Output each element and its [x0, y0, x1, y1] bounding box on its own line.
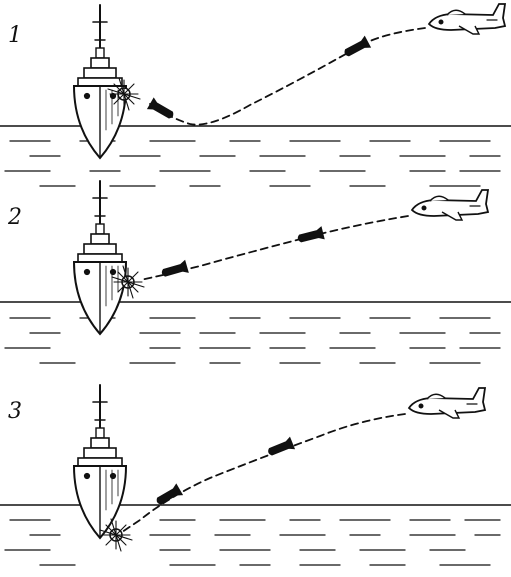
- bomb-icon: [342, 36, 371, 60]
- panel-number-1: 1: [8, 23, 22, 48]
- ship-icon: [73, 4, 127, 159]
- bomb-icon: [160, 260, 189, 280]
- panel-3: 3: [0, 384, 511, 566]
- ship-icon: [73, 180, 127, 335]
- aircraft-icon: [408, 387, 486, 419]
- bomb-icon: [154, 483, 183, 508]
- water-lines: [4, 140, 501, 187]
- water-lines: [4, 519, 501, 566]
- panel-1: 1: [0, 3, 511, 187]
- aircraft-icon: [428, 3, 506, 35]
- bomb-trajectory: [149, 27, 426, 126]
- bomb-icon: [296, 226, 325, 246]
- bomb-icon: [147, 97, 176, 122]
- water-lines: [4, 317, 501, 364]
- panel-number-2: 2: [7, 205, 22, 230]
- panel-number-3: 3: [8, 399, 22, 424]
- bomb-icon: [266, 437, 295, 459]
- panel-2: 2: [0, 180, 511, 364]
- ship-icon: [73, 384, 127, 539]
- bomb-trajectory: [121, 413, 406, 533]
- aircraft-icon: [411, 189, 489, 221]
